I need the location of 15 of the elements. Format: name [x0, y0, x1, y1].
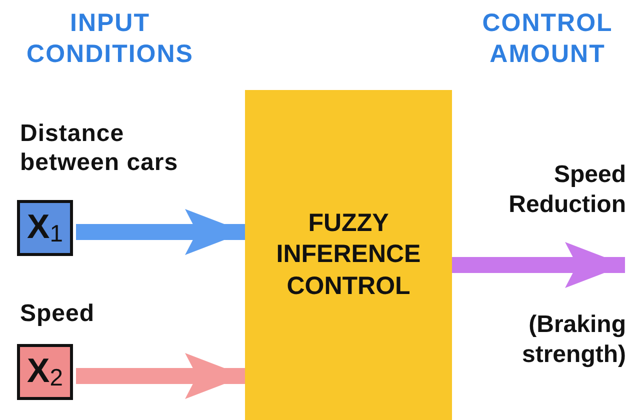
node-label: X$_{1}$	[27, 207, 63, 250]
input-box	[17, 344, 73, 400]
arrow	[452, 242, 625, 288]
node-label: X$_{2}$	[27, 351, 63, 394]
column-heading: INPUT CONDITIONS	[26, 8, 194, 70]
node-label: FUZZY INFERENCE CONTROL	[275, 208, 422, 302]
input-label: Distance between cars	[20, 120, 180, 178]
arrow	[76, 209, 245, 255]
column-heading: CONTROL AMOUNT	[481, 8, 614, 70]
edge-label: Speed Reduction	[508, 160, 626, 220]
input-label: Speed	[20, 300, 96, 329]
note-label: (Braking strength)	[521, 310, 626, 370]
input-box	[17, 200, 73, 256]
arrow	[76, 353, 245, 399]
process-box	[245, 90, 452, 420]
